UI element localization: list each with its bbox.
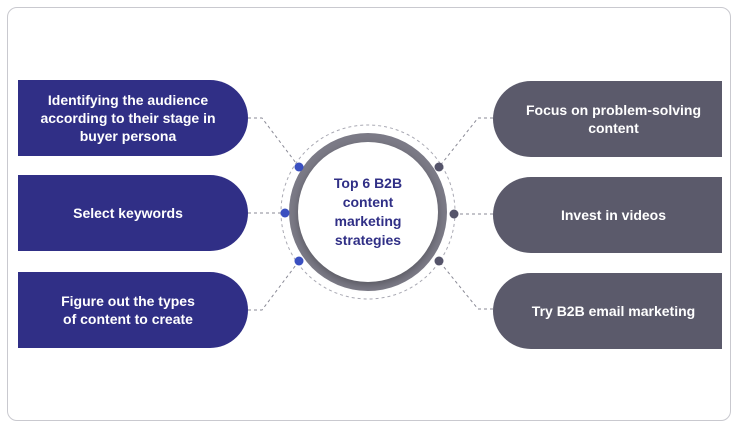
strategy-card-keywords: Select keywords bbox=[18, 175, 248, 251]
strategy-label: Figure out the types of content to creat… bbox=[61, 293, 195, 327]
strategy-label: Focus on problem-solving content bbox=[525, 102, 701, 136]
strategy-label: Invest in videos bbox=[560, 207, 667, 223]
connector-right-3 bbox=[438, 260, 493, 310]
center-hub: Top 6 B2B content marketing strategies bbox=[298, 142, 438, 282]
strategy-label: Try B2B email marketing bbox=[531, 303, 696, 319]
strategy-card-audience: Identifying the audience according to th… bbox=[18, 80, 248, 156]
connector-dot-left-3 bbox=[294, 256, 304, 266]
strategy-card-email-marketing: Try B2B email marketing bbox=[493, 273, 722, 349]
connector-dot-right-3 bbox=[434, 256, 444, 266]
connector-dot-left-1 bbox=[294, 162, 304, 172]
strategy-card-content-types: Figure out the types of content to creat… bbox=[18, 272, 248, 348]
connector-left-1 bbox=[248, 117, 300, 168]
strategy-label: Identifying the audience according to th… bbox=[40, 92, 216, 144]
strategy-label: Select keywords bbox=[73, 205, 183, 221]
connector-left-3 bbox=[248, 260, 300, 311]
strategy-card-problem-solving: Focus on problem-solving content bbox=[493, 81, 722, 157]
connector-dot-right-2 bbox=[449, 209, 459, 219]
strategy-card-videos: Invest in videos bbox=[493, 177, 722, 253]
connector-dot-right-1 bbox=[434, 162, 444, 172]
center-title: Top 6 B2B content marketing strategies bbox=[333, 175, 403, 248]
connector-dot-left-2 bbox=[280, 208, 290, 218]
connector-right-1 bbox=[438, 117, 493, 168]
